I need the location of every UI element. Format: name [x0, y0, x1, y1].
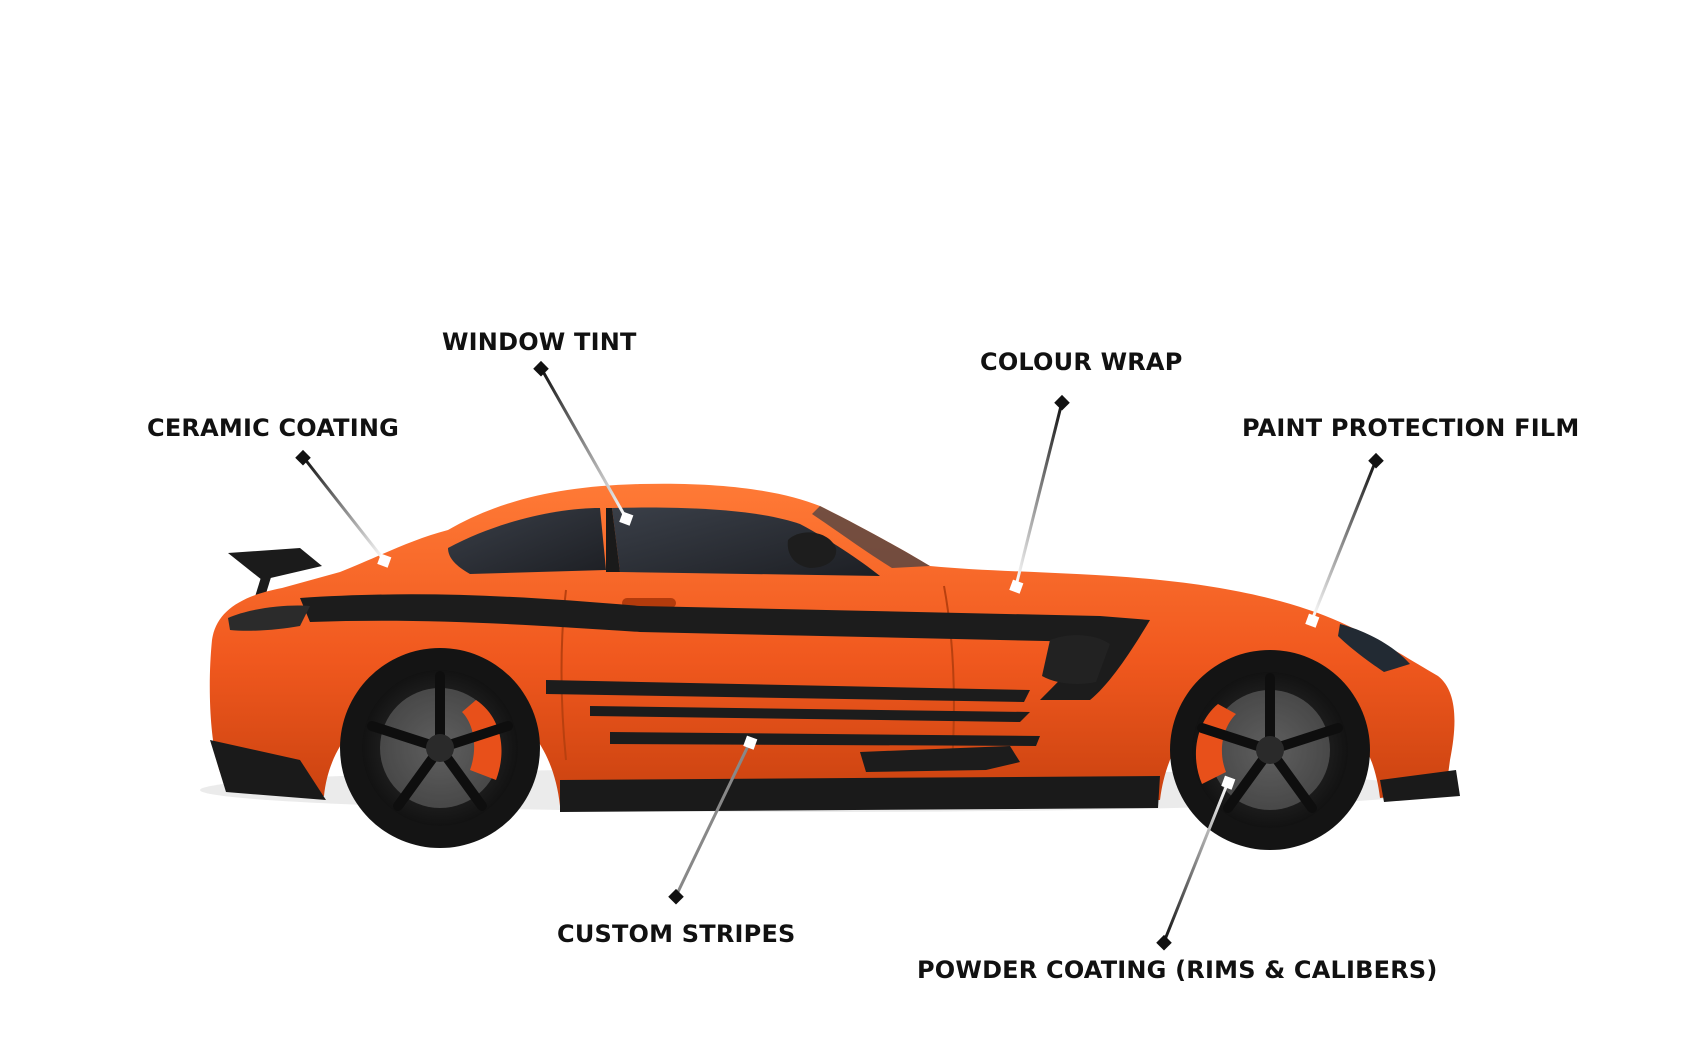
front-wheel: [1170, 650, 1370, 850]
ceramic-coating-leader: [302, 457, 386, 561]
front-splitter: [1380, 770, 1460, 802]
lower-stripe: [610, 732, 1040, 746]
custom-stripes-marker-light: [743, 735, 758, 750]
door-handle: [622, 598, 676, 608]
window-tint-leader: [539, 367, 628, 519]
paint-protection-film-marker-light: [1305, 613, 1320, 628]
custom-stripes-label: CUSTOM STRIPES: [557, 920, 796, 948]
paint-protection-film-marker-dark: [1368, 452, 1384, 469]
headlight: [1338, 624, 1410, 672]
custom-stripes-leader: [674, 741, 752, 897]
ceramic-coating-marker-light: [377, 553, 392, 568]
side-mirror: [787, 532, 837, 568]
colour-wrap-leader: [1014, 401, 1064, 587]
ceramic-coating-marker-dark: [295, 449, 311, 466]
ceramic-coating-label: CERAMIC COATING: [147, 414, 400, 442]
tail-light: [228, 605, 310, 631]
powder-coating-label: POWDER COATING (RIMS & CALIBERS): [917, 956, 1438, 984]
dashed-stripes: [546, 680, 1030, 722]
window-tint-marker-light: [619, 511, 634, 526]
rear-wheel: [340, 648, 540, 848]
windscreen: [812, 506, 930, 568]
colour-wrap-label: COLOUR WRAP: [980, 348, 1183, 376]
colour-wrap-marker-dark: [1054, 394, 1070, 411]
upper-stripe: [300, 594, 1150, 700]
window-tint-label: WINDOW TINT: [442, 328, 637, 356]
leader-lines: [302, 367, 1378, 943]
colour-wrap-marker-light: [1009, 579, 1024, 594]
paint-protection-film-leader: [1310, 459, 1378, 621]
side-sill: [560, 776, 1160, 812]
front-fender-vent: [1042, 635, 1110, 684]
powder-coating-marker-light: [1221, 775, 1236, 790]
rear-wing: [228, 548, 322, 600]
paint-protection-film-label: PAINT PROTECTION FILM: [1242, 414, 1580, 442]
window-tint-marker-dark: [533, 360, 549, 377]
powder-coating-leader: [1162, 781, 1230, 943]
lower-stripe-logo: [860, 746, 1020, 772]
custom-stripes-marker-dark: [668, 888, 684, 905]
pointer-markers: [295, 360, 1384, 951]
rear-diffuser: [210, 740, 326, 800]
powder-coating-marker-dark: [1156, 934, 1172, 951]
